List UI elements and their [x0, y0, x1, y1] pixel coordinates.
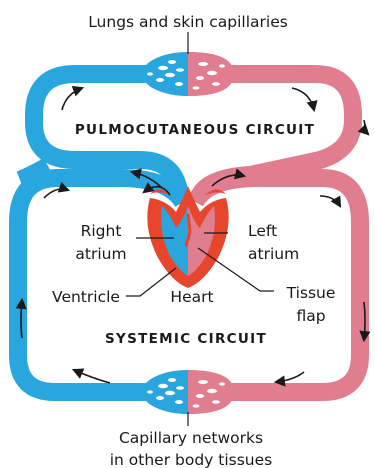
capillary-networks-label-line2: in other body tissues	[110, 451, 273, 468]
right-atrium-label-line2: atrium	[75, 245, 126, 263]
systemic-circuit-label: SYSTEMIC CIRCUIT	[105, 331, 267, 347]
tissue-flap-label-line2: flap	[296, 307, 325, 325]
ventricle-label: Ventricle	[52, 288, 120, 306]
heart-label: Heart	[170, 288, 213, 306]
pulmonary-circuit-label: PULMOCUTANEOUS CIRCUIT	[75, 122, 315, 138]
left-atrium-label-line1: Left	[248, 222, 277, 240]
lungs-label: Lungs and skin capillaries	[88, 13, 288, 31]
left-atrium-label-line2: atrium	[248, 245, 299, 263]
capillary-networks-label-line1: Capillary networks	[119, 429, 263, 447]
tissue-flap-label-line1: Tissue	[286, 284, 336, 302]
heart	[147, 186, 228, 288]
body-capillary-bed	[142, 370, 234, 414]
lung-capillary-bed	[142, 52, 234, 96]
right-atrium-label-line1: Right	[81, 222, 122, 240]
